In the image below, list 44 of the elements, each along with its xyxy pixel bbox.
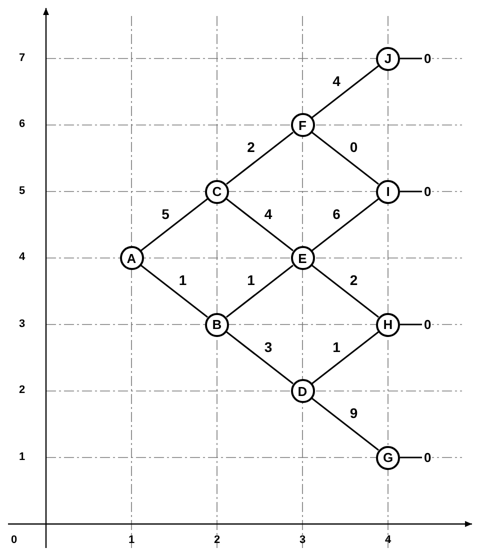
axis-tick-label: 4 bbox=[19, 252, 26, 263]
edge-label: 5 bbox=[160, 206, 170, 221]
edge-line bbox=[311, 198, 380, 252]
edge-label: 2 bbox=[246, 140, 256, 154]
axis-tick-label: 2 bbox=[214, 535, 220, 546]
axis-tick-label: 1 bbox=[19, 452, 26, 462]
edge-label: 6 bbox=[332, 206, 342, 221]
edge-line bbox=[226, 198, 294, 252]
edge-label: 1 bbox=[332, 340, 342, 354]
value-label: 0 bbox=[423, 52, 432, 64]
value-label: 0 bbox=[423, 450, 432, 464]
edge-label: 4 bbox=[332, 74, 342, 88]
edge-label: 2 bbox=[348, 273, 359, 288]
edge-label: 1 bbox=[246, 273, 256, 288]
edge-line bbox=[311, 132, 380, 185]
value-label: 0 bbox=[423, 318, 432, 330]
axis-tick-label: 3 bbox=[19, 318, 26, 330]
edge-line bbox=[226, 331, 294, 384]
axis-tick-label: 0 bbox=[11, 535, 18, 546]
axis-tick-label: 1 bbox=[128, 535, 135, 546]
edge-line bbox=[400, 58, 422, 60]
axis-tick-label: 2 bbox=[19, 385, 26, 396]
edge-line bbox=[400, 190, 422, 192]
edge-line bbox=[311, 65, 380, 118]
edge-line bbox=[226, 264, 294, 318]
edge-line bbox=[140, 198, 208, 252]
edge-line bbox=[400, 324, 422, 326]
value-label: 0 bbox=[423, 184, 432, 198]
edge-line bbox=[400, 456, 422, 458]
edge-label: 4 bbox=[263, 206, 274, 221]
edge-label: 1 bbox=[178, 273, 188, 288]
edge-line bbox=[311, 331, 380, 384]
axis-tick-label: 3 bbox=[300, 535, 306, 546]
edge-line bbox=[140, 264, 208, 318]
axis-tick-label: 6 bbox=[19, 119, 26, 130]
edge-line bbox=[311, 264, 380, 318]
edge-label: 3 bbox=[263, 340, 274, 354]
edge-label: 9 bbox=[348, 406, 359, 420]
edge-line bbox=[226, 132, 294, 185]
axis-tick-label: 7 bbox=[19, 52, 26, 64]
edge-label: 0 bbox=[348, 140, 359, 154]
axis-tick-label: 5 bbox=[19, 186, 26, 196]
edge-line bbox=[311, 398, 380, 451]
axis-tick-label: 4 bbox=[385, 535, 392, 546]
